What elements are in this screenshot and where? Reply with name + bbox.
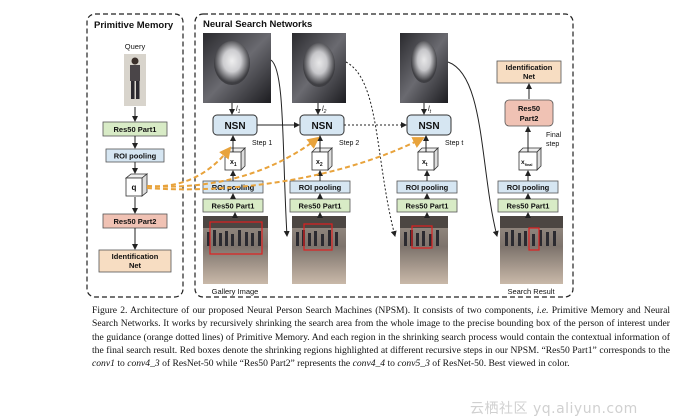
stept-label: Step t [445, 140, 463, 147]
figure-caption: Figure 2. Architecture of our proposed N… [92, 305, 671, 370]
stept-crop-image [400, 33, 448, 103]
final-label: Final [546, 132, 562, 139]
step2-roi-label: ROI pooling [299, 183, 342, 192]
gallery-label: Gallery Image [212, 287, 259, 296]
l2-label: l2 [322, 106, 327, 115]
svg-text:x1: x1 [230, 159, 237, 168]
watermark-logo: 云栖社区 yq.aliyun.com [470, 401, 638, 417]
nsn-part2-label: Part2 [520, 114, 539, 123]
step2-crop-image [292, 33, 346, 103]
l1-label: l1 [236, 106, 241, 115]
nsn-stept [406, 114, 452, 136]
q-label: q [132, 183, 137, 192]
pm-roi-pooling-label: ROI pooling [114, 152, 157, 161]
nsn-step1-label: NSN [224, 121, 245, 132]
neural-search-panel [194, 13, 574, 298]
pm-net-label: Net [129, 261, 142, 270]
nsn-step2-label: NSN [311, 121, 332, 132]
final-res50-label: Res50 Part1 [507, 202, 550, 211]
x2-feature-cube: x2 [311, 147, 333, 171]
pm-res50-part1-label: Res50 Part1 [114, 125, 157, 134]
pm-identification-net [98, 249, 172, 273]
search-result-image [500, 216, 563, 284]
lt-label: lt [428, 106, 432, 115]
final-roi-label: ROI pooling [507, 183, 550, 192]
pm-res50-part2-label: Res50 Part2 [114, 217, 157, 226]
svg-text:x2: x2 [316, 159, 323, 168]
neural-search-title: Neural Search Networks [203, 19, 312, 30]
search-result-label: Search Result [507, 287, 555, 296]
q-feature-cube: q [124, 173, 149, 197]
nsn-stept-label: NSN [418, 121, 439, 132]
nsn-res50-label: Res50 [518, 104, 540, 113]
query-image [124, 54, 146, 106]
step2-gallery-image [292, 216, 346, 284]
step2-res50-label: Res50 Part1 [299, 202, 342, 211]
primitive-memory-panel [86, 13, 184, 298]
xfinal-feature-cube: xfinal [518, 147, 542, 171]
stept-res50-label: Res50 Part1 [406, 202, 449, 211]
step1-res50-label: Res50 Part1 [212, 202, 255, 211]
stept-roi-label: ROI pooling [406, 183, 449, 192]
svg-text:xt: xt [422, 159, 428, 168]
primitive-memory-title: Primitive Memory [94, 20, 174, 31]
step1-roi-label: ROI pooling [212, 183, 255, 192]
architecture-figure: Primitive Memory Neural Search Networks … [86, 13, 574, 298]
pm-identification-label: Identification [112, 252, 159, 261]
nsn-net-label: Net [523, 72, 536, 81]
step1-crop-image [203, 33, 271, 103]
gallery-image [203, 216, 268, 284]
nsn-identification-label: Identification [506, 63, 553, 72]
xt-feature-cube: xt [417, 147, 439, 171]
query-label: Query [125, 42, 146, 51]
step1-label: Step 1 [252, 140, 272, 147]
step2-label: Step 2 [339, 140, 359, 147]
svg-text:xfinal: xfinal [521, 159, 532, 167]
stept-gallery-image [400, 216, 448, 284]
step-label: step [546, 141, 559, 148]
